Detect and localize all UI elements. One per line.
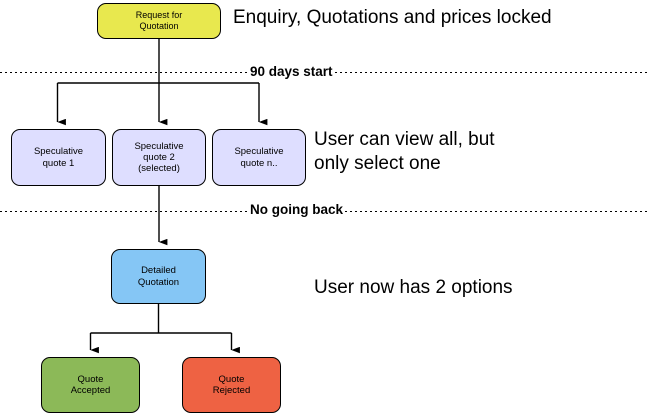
node-speculative-quote-1-label: Speculative quote 1 — [33, 146, 84, 169]
annotation-user-has-two-options: User now has 2 options — [314, 277, 513, 298]
node-quote-accepted[interactable]: Quote Accepted — [41, 357, 140, 413]
node-speculative-quote-1[interactable]: Speculative quote 1 — [11, 129, 106, 186]
annotation-enquiry-prices-locked: Enquiry, Quotations and prices locked — [233, 7, 552, 28]
node-speculative-quote-2[interactable]: Speculative quote 2 (selected) — [112, 129, 206, 186]
node-quote-accepted-label: Quote Accepted — [70, 373, 111, 396]
node-request-for-quotation-label: Request for Quotation — [135, 10, 183, 31]
node-speculative-quote-n-label: Speculative quote n.. — [234, 146, 284, 169]
divider-label-90-days: 90 days start — [248, 64, 335, 79]
node-quote-rejected-label: Quote Rejected — [212, 373, 251, 396]
node-detailed-quotation[interactable]: Detailed Quotation — [111, 249, 206, 304]
node-speculative-quote-2-label: Speculative quote 2 (selected) — [134, 140, 184, 175]
edge-rfq-to-speculative-quotes — [56, 39, 268, 126]
node-request-for-quotation[interactable]: Request for Quotation — [97, 3, 221, 39]
annotation-view-all-select-one: User can view all, but only select one — [314, 129, 495, 175]
divider-label-no-going-back: No going back — [248, 202, 346, 217]
node-quote-rejected[interactable]: Quote Rejected — [182, 357, 281, 413]
node-speculative-quote-n[interactable]: Speculative quote n.. — [212, 129, 306, 186]
edge-detailed-to-outcomes — [89, 304, 240, 354]
node-detailed-quotation-label: Detailed Quotation — [137, 265, 180, 288]
